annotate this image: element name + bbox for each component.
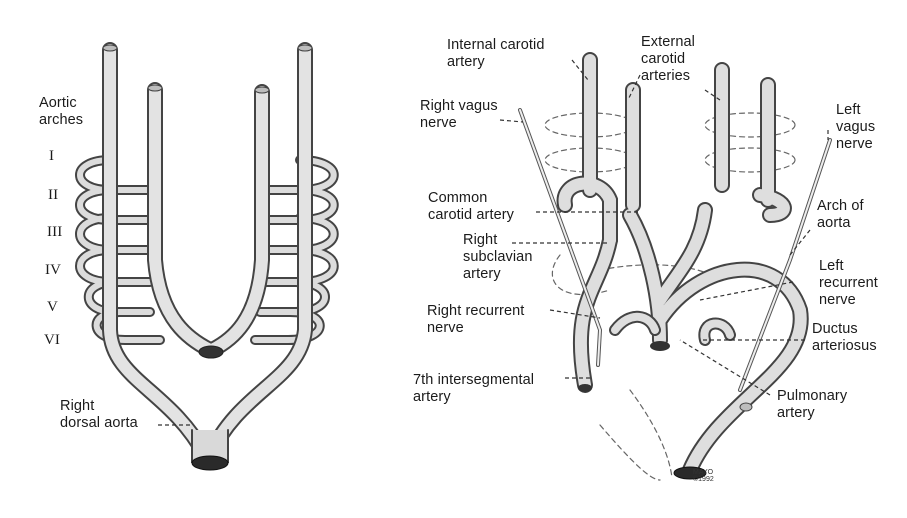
left-vagus-label: Left vagus nerve <box>836 102 875 153</box>
aortic-arches-heading: Aortic arches <box>39 95 83 129</box>
ductus-arteriosus-label: Ductus arteriosus <box>812 321 877 355</box>
right-recurrent-label: Right recurrent nerve <box>427 303 524 337</box>
right-subclavian-label: Right subclavian artery <box>463 232 533 283</box>
arch-of-aorta-label: Arch of aorta <box>817 198 864 232</box>
intersegmental-artery-label: 7th intersegmental artery <box>413 372 534 406</box>
left-recurrent-label: Left recurrent nerve <box>819 258 878 309</box>
external-carotid-label: External carotid arteries <box>641 34 695 85</box>
common-carotid-label: Common carotid artery <box>428 190 514 224</box>
arch-numeral-3: III <box>47 224 62 241</box>
right-vagus-label: Right vagus nerve <box>420 98 498 132</box>
arch-numeral-6: VI <box>44 332 60 349</box>
arch-numeral-4: IV <box>45 262 61 279</box>
pulmonary-artery-label: Pulmonary artery <box>777 388 847 422</box>
right-dorsal-aorta-label: Right dorsal aorta <box>60 398 138 432</box>
arch-numeral-1: I <box>49 148 54 165</box>
internal-carotid-label: Internal carotid artery <box>447 37 545 71</box>
mayo-credit: MAYO ©1992 <box>693 469 714 483</box>
arch-numeral-2: II <box>48 187 58 204</box>
arch-numeral-5: V <box>47 299 58 316</box>
